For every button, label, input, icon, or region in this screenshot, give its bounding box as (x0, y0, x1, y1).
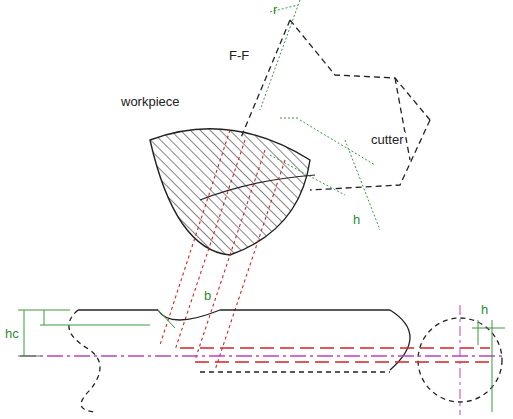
dimension-label: h (480, 302, 489, 317)
vertical-axis (460, 305, 461, 415)
section-dimensions (260, 0, 380, 230)
part-name: workpiece (120, 94, 181, 109)
dimension-label: r (272, 2, 278, 17)
dimension-label: hc (4, 326, 20, 341)
workpiece-section (150, 129, 315, 255)
part-name: cutter (370, 132, 405, 147)
projection-lines (160, 130, 285, 370)
bottom-dimensions (18, 310, 505, 412)
red-dashed-lines (180, 348, 490, 362)
section-label: F-F (228, 48, 250, 63)
dimension-label: h (352, 212, 361, 227)
center-line (20, 355, 505, 356)
dimension-label: b (203, 288, 212, 303)
